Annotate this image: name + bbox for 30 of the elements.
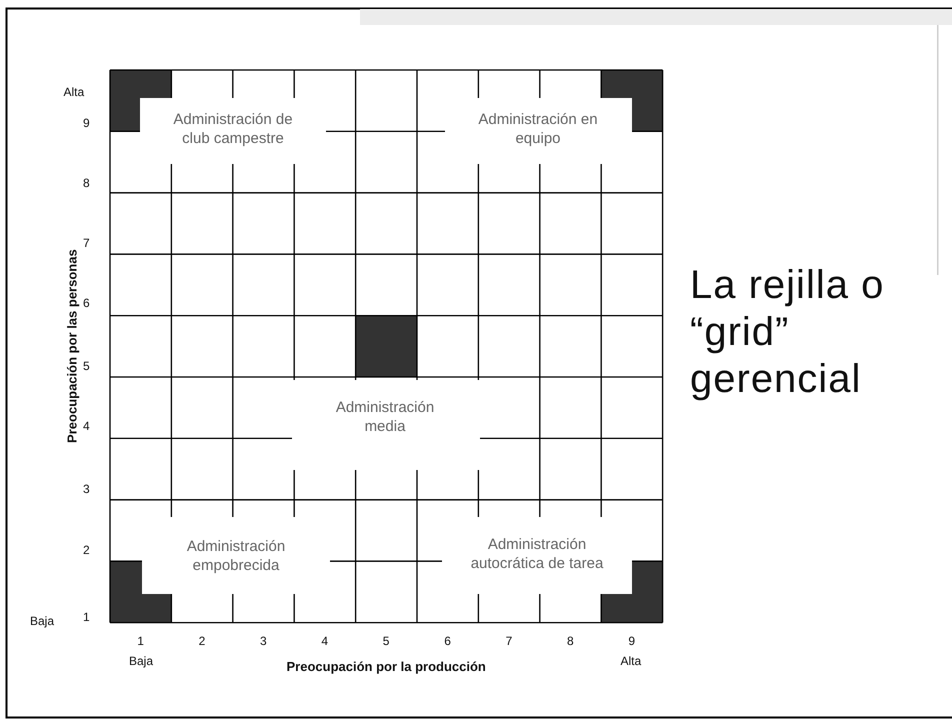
region-label: Administración media bbox=[334, 399, 436, 436]
tick-label: 3 bbox=[83, 482, 90, 496]
tick-label: 5 bbox=[83, 358, 90, 374]
tick-label: 7 bbox=[506, 634, 512, 648]
axis-end-label: Alta bbox=[64, 84, 84, 100]
region-label: Administración de club campestre bbox=[172, 111, 294, 148]
tick-label: 2 bbox=[198, 634, 206, 648]
tick-label: 6 bbox=[444, 634, 451, 648]
region-label: Administración empobrecida bbox=[186, 538, 286, 576]
tick-label: 8 bbox=[567, 634, 574, 648]
tick-label: 4 bbox=[321, 634, 328, 648]
tick-label: 3 bbox=[260, 634, 267, 648]
tick-label: 1 bbox=[137, 634, 144, 648]
tick-label: 9 bbox=[628, 634, 636, 648]
tick-label: 7 bbox=[83, 236, 90, 250]
slide-title: La rejilla o “grid” gerencial bbox=[690, 262, 886, 402]
region-label: Administración en equipo bbox=[477, 111, 599, 148]
axis-end-label: Alta bbox=[620, 654, 642, 668]
tick-label: 5 bbox=[382, 634, 390, 648]
axis-title: Preocupación por la producción bbox=[286, 659, 486, 676]
tick-label: 8 bbox=[83, 176, 90, 190]
region-label: Administración autocrática de tarea bbox=[470, 536, 604, 574]
tick-label: 1 bbox=[83, 610, 90, 624]
tick-label: 9 bbox=[83, 116, 90, 130]
tick-label: 4 bbox=[83, 418, 90, 434]
axis-title: Preocupación por las personas bbox=[64, 249, 81, 443]
tick-label: 2 bbox=[83, 542, 90, 558]
axis-end-label: Baja bbox=[129, 654, 154, 668]
axis-end-label: Baja bbox=[30, 614, 54, 628]
tick-label: 6 bbox=[83, 296, 90, 310]
